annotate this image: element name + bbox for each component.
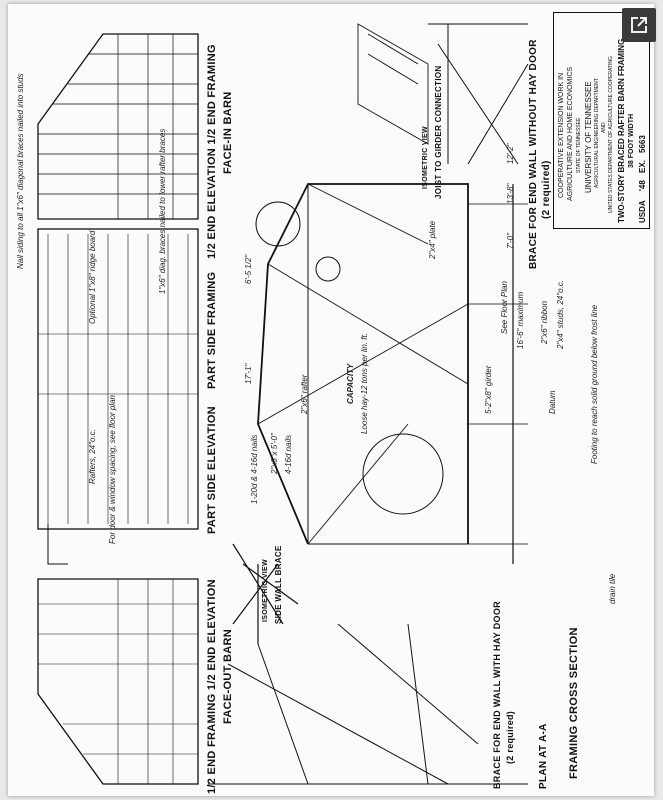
note-rafter: 2"x6" rafter — [300, 374, 309, 414]
note-ribbon: 2"x6" ribbon — [540, 300, 549, 344]
blueprint-drawing — [37, 23, 529, 785]
title-line-6: AND — [601, 122, 607, 133]
expand-button[interactable] — [622, 8, 656, 42]
brace-with-door-required: (2 required) — [505, 710, 515, 764]
face-in-barn-title: 1/2 END ELEVATION 1/2 END FRAMING — [206, 44, 218, 259]
note-plate: 2"x4" plate — [428, 220, 437, 259]
face-out-barn-subtitle: FACE-OUT BARN — [222, 629, 234, 724]
note-nails-20d: 1-20d & 4-16d nails — [250, 434, 259, 504]
capacity-label: CAPACITY — [346, 363, 355, 404]
part-side-outline — [37, 228, 199, 530]
plan-a-a-title: PLAN AT A-A — [538, 723, 549, 789]
title-line-7: UNITED STATES DEPARTMENT OF AGRICULTURE … — [608, 56, 614, 213]
face-in-barn-subtitle: FACE-IN BARN — [222, 91, 234, 174]
title-line-4: UNIVERSITY OF TENNESSEE — [584, 81, 593, 193]
note-door-window: For door & window spacing, see floor pla… — [108, 395, 117, 544]
dim-17-1: 17'-1" — [244, 363, 253, 384]
joist-girder-view: ISOMETRIC VIEW — [422, 126, 429, 189]
note-nails-16d: 4-16d nails — [284, 434, 293, 474]
face-in-barn-outline — [37, 33, 199, 220]
note-brace-2x6: 2"x6"x 5'-0" — [270, 433, 279, 474]
ex-label: EX. — [638, 160, 647, 173]
note-see-floor-plan: See Floor Plan — [500, 281, 509, 334]
framing-cross-section-title: FRAMING CROSS SECTION — [568, 627, 580, 779]
title-line-1: COOPERATIVE EXTENSION WORK IN — [558, 72, 565, 198]
side-wall-brace-title: SIDE WALL BRACE — [274, 545, 283, 624]
dim-7-0: 7'-0" — [506, 233, 515, 249]
year-label: '48 — [638, 180, 647, 191]
title-line-2: AGRICULTURE AND HOME ECONOMICS — [567, 66, 574, 201]
note-ridge-board: Optional 1"x8" ridge board — [88, 230, 97, 324]
part-side-framing-title: PART SIDE FRAMING — [206, 271, 218, 389]
note-rafters: Rafters, 24"o.c. — [88, 429, 97, 484]
plan-number: 5663 — [638, 135, 647, 153]
joist-girder-title: JOIST TO GIRDER CONNECTION — [434, 65, 443, 199]
note-nailing: Nail siding to all 1"x6" diagonal braces… — [16, 73, 25, 269]
capacity-text: Loose hay-12 tons per lin. ft. — [360, 333, 369, 434]
dim-13-8: 13'-8" — [506, 183, 515, 204]
brace-without-door-required: (2 required) — [541, 160, 552, 219]
note-footing: Footing to reach solid ground below fros… — [590, 304, 599, 464]
title-line-5: AGRICULTURAL ENGINEERING DEPARTMENT — [594, 78, 600, 188]
face-out-barn-title: 1/2 END FRAMING 1/2 END ELEVATION — [206, 579, 218, 794]
title-line-3: STATE OF TENNESSEE — [576, 117, 582, 173]
cross-section-roof — [257, 183, 469, 545]
plan-subtitle: 38 FOOT WIDTH — [628, 113, 635, 168]
usda-label: USDA — [638, 200, 647, 223]
note-datum: Datum — [548, 390, 557, 414]
blueprint-page: 1/2 END FRAMING 1/2 END ELEVATION FACE-O… — [8, 4, 654, 796]
note-girder: 5-2"x8" girder — [484, 365, 493, 414]
dim-12-2: 12'-2" — [506, 143, 515, 164]
brace-with-door-title: BRACE FOR END WALL WITH HAY DOOR — [492, 601, 502, 789]
note-studs: 2"x4" studs, 24"o.c. — [556, 280, 565, 349]
dim-max: 16'-6" maximum — [516, 291, 525, 349]
note-drain-tile: drain tile — [608, 573, 617, 604]
title-block: COOPERATIVE EXTENSION WORK IN AGRICULTUR… — [553, 12, 650, 229]
side-wall-brace-view: ISOMETRIC VIEW — [262, 559, 269, 622]
expand-icon — [631, 17, 647, 33]
note-diag-braces: 1"x6" diag. braces nailed to lower rafte… — [158, 128, 167, 294]
part-side-elevation-title: PART SIDE ELEVATION — [206, 406, 218, 534]
face-out-barn-outline — [37, 578, 199, 785]
plan-title: TWO-STORY BRACED RAFTER BARN FRAMING — [617, 38, 626, 223]
brace-without-door-title: BRACE FOR END WALL WITHOUT HAY DOOR — [528, 39, 539, 269]
dim-6-5: 6'-5 1/2" — [244, 254, 253, 284]
